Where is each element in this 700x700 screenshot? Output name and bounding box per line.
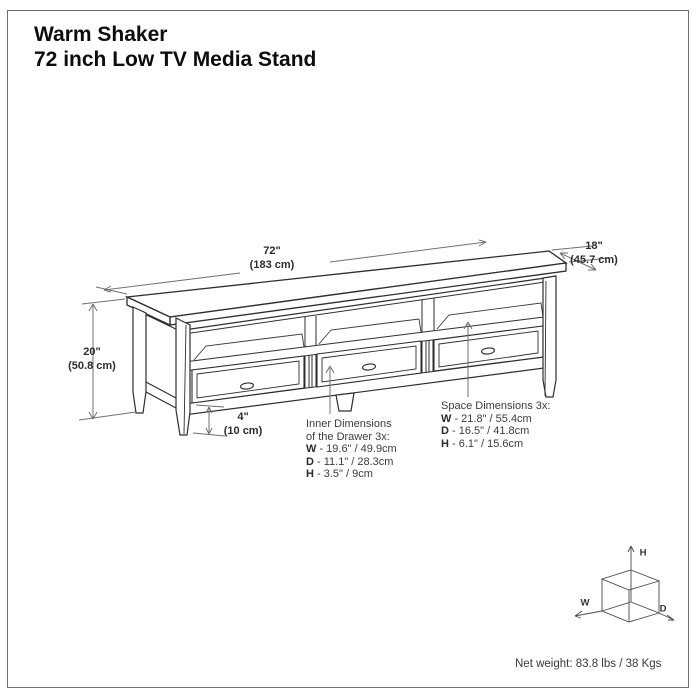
dim-depth-label: 18" (45.7 cm): [570, 239, 618, 267]
leader-arrow-drawer: [325, 365, 335, 414]
right-leg: [542, 275, 557, 398]
top-panel: [124, 250, 568, 327]
dim-leg-line: [192, 404, 226, 437]
dim-width-label: 72" (183 cm): [250, 244, 295, 272]
leader-arrow-space: [463, 321, 473, 397]
back-left-leg: [132, 306, 147, 414]
drawer-note-line2: of the Drawer 3x:: [306, 430, 390, 443]
drawer-divider-posts: [304, 340, 434, 388]
shelf-dividers: [304, 298, 435, 347]
dim-width-cm: (183 cm): [249, 259, 295, 271]
cube-width-label: W: [580, 597, 590, 609]
space-dimensions-note: Space Dimensions 3x: W - 21.8" / 55.4cm …: [441, 400, 550, 450]
dim-width-inches: 72": [263, 245, 281, 257]
cube-depth-label: D: [659, 603, 667, 615]
space-note-line1: Space Dimensions 3x:: [441, 400, 551, 412]
space-w-value: - 21.8" / 55.4cm: [451, 412, 532, 425]
product-title: Warm Shaker 72 inch Low TV Media Stand: [34, 22, 316, 72]
drawer-w-value: - 19.6" / 49.9cm: [316, 443, 397, 456]
drawer-2: [316, 340, 422, 388]
product-title-line2: 72 inch Low TV Media Stand: [34, 48, 317, 71]
drawer-d-label: D: [306, 455, 314, 468]
drawer-h-value: - 3.5" / 9cm: [313, 468, 373, 481]
space-h-value: - 6.1" / 15.6cm: [448, 437, 524, 450]
product-title-line1: Warm Shaker: [34, 23, 168, 46]
space-note-height: H - 6.1" / 15.6cm: [441, 438, 550, 451]
space-note-depth: D - 16.5" / 41.8cm: [441, 425, 550, 438]
dim-leg-inches: 4": [237, 411, 249, 423]
shelf-compartment-interiors: [193, 302, 544, 361]
net-weight: Net weight: 83.8 lbs / 38 Kgs: [515, 658, 662, 670]
space-h-label: H: [441, 437, 449, 450]
drawer-note-line1: Inner Dimensions: [306, 418, 392, 430]
dim-height-cm: (50.8 cm): [68, 360, 116, 372]
drawer-d-value: - 11.1" / 28.3cm: [313, 455, 394, 468]
dim-depth-cm: (45.7 cm): [570, 254, 618, 266]
cube-height-label: H: [639, 547, 647, 559]
dim-height-line: [78, 298, 137, 421]
space-note-width: W - 21.8" / 55.4cm: [441, 413, 550, 426]
drawer-1: [191, 355, 305, 404]
space-d-value: - 16.5" / 41.8cm: [448, 425, 530, 438]
drawer-note-depth: D - 11.1" / 28.3cm: [306, 456, 397, 469]
dim-depth-line: [551, 245, 610, 271]
drawer-note-width: W - 19.6" / 49.9cm: [306, 443, 397, 456]
cube-h-axis: [627, 545, 635, 570]
dimension-cube: [574, 545, 675, 623]
legs: [132, 275, 557, 436]
cube-d-axis: [658, 612, 675, 621]
dim-leg-cm: (10 cm): [223, 425, 263, 437]
front-left-leg: [175, 317, 191, 436]
drawer-dimensions-note: Inner Dimensions of the Drawer 3x: W - 1…: [306, 418, 397, 481]
drawer-2-knob: [361, 363, 377, 371]
cube-w-axis: [574, 610, 603, 619]
drawer-1-knob: [239, 382, 255, 390]
dim-leg-label: 4" (10 cm): [224, 410, 263, 438]
dim-width-line: [95, 239, 487, 295]
page-border: [7, 10, 689, 688]
drawer-w-label: W: [306, 443, 317, 456]
dim-height-inches: 20": [83, 346, 101, 358]
dim-height-label: 20" (50.8 cm): [68, 345, 116, 373]
middle-foot: [335, 392, 355, 412]
space-w-label: W: [441, 412, 452, 425]
drawer-3-knob: [480, 347, 496, 355]
dim-depth-inches: 18": [585, 240, 603, 252]
space-d-label: D: [441, 425, 449, 438]
drawer-h-label: H: [306, 468, 314, 481]
drawer-note-height: H - 3.5" / 9cm: [306, 468, 397, 481]
